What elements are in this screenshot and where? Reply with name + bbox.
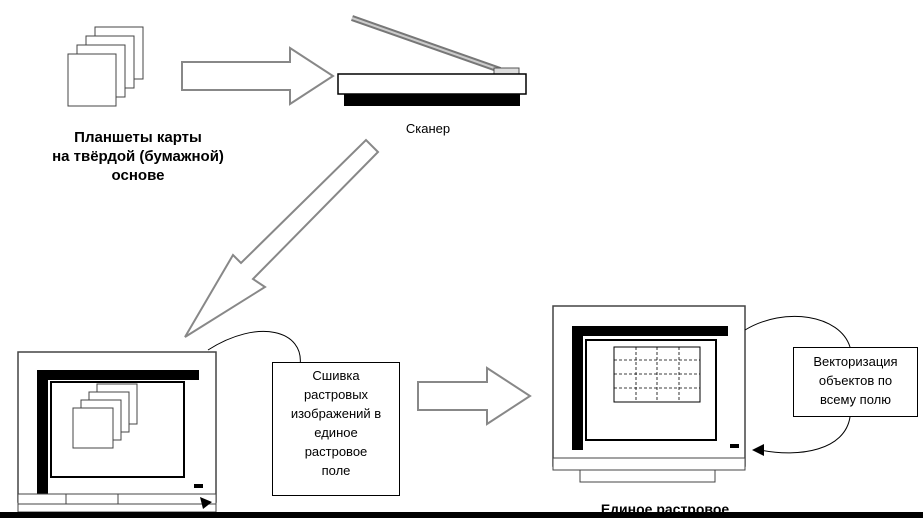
bottom-rule [0, 512, 923, 518]
label-map-sheets: Планшеты карты на твёрдой (бумажной) осн… [52, 129, 224, 184]
loop-arrow-vectorization [744, 315, 851, 454]
stitching-box [272, 362, 400, 496]
scanner-icon [337, 15, 527, 106]
computer-monitor-icon [17, 351, 217, 513]
loop-arrowhead [752, 444, 764, 456]
arrow-to-computer [184, 138, 380, 338]
label-scanner: Сканер [405, 121, 451, 136]
loop-arrowhead [200, 497, 212, 509]
label-stitching: Сшивка растровых изображений в единое ра… [290, 368, 382, 478]
label-vectorization: Векторизация объектов по всему полю [813, 354, 898, 407]
arrow-to-raster-computer [417, 366, 532, 426]
vectorization-box [793, 347, 918, 417]
arrow-to-scanner [181, 46, 335, 106]
paper-stack-icon [67, 26, 144, 107]
computer-monitor-icon [552, 305, 746, 483]
loop-arrow-stitching [207, 330, 301, 367]
